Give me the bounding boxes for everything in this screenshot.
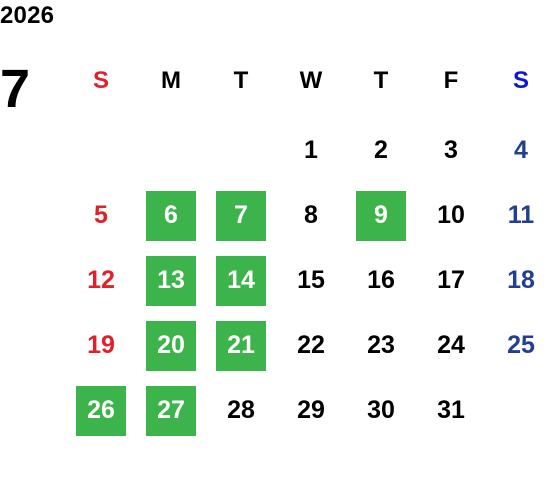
weekday-header: S (512, 67, 529, 94)
day-number: 12 (87, 266, 115, 294)
day-number: 31 (437, 396, 465, 424)
highlighted-day-cell: 6 (136, 183, 206, 248)
day-cell: 22 (276, 313, 346, 378)
weekday-header: M (161, 67, 181, 94)
day-number: 1 (304, 136, 318, 164)
day-number: 10 (437, 201, 465, 229)
highlighted-day-cell: 13 (136, 248, 206, 313)
highlighted-day-cell: 21 (206, 313, 276, 378)
day-cell: 29 (276, 378, 346, 443)
day-cell: 3 (416, 118, 486, 183)
day-number: 18 (507, 266, 535, 294)
day-cell: 2 (346, 118, 416, 183)
day-cell: 31 (416, 378, 486, 443)
month-label: 7 (0, 59, 31, 119)
day-number: 25 (507, 331, 535, 359)
day-cell: 1 (276, 118, 346, 183)
day-cell: 16 (346, 248, 416, 313)
day-number: 2 (374, 136, 388, 164)
highlighted-day-cell: 14 (206, 248, 276, 313)
day-number: 5 (94, 201, 108, 229)
day-number: 24 (437, 331, 465, 359)
day-number: 14 (216, 255, 266, 306)
day-cell: 24 (416, 313, 486, 378)
day-number: 13 (146, 255, 196, 306)
day-number: 22 (297, 331, 325, 359)
highlighted-day-cell: 9 (346, 183, 416, 248)
highlighted-day-cell: 27 (136, 378, 206, 443)
weekday-header: T (233, 67, 249, 94)
weekday-header: F (443, 67, 459, 94)
day-cell: 23 (346, 313, 416, 378)
day-number: 30 (367, 396, 395, 424)
day-cell: 10 (416, 183, 486, 248)
day-number: 16 (367, 266, 395, 294)
weekday-header: W (299, 67, 323, 94)
day-cell: 8 (276, 183, 346, 248)
day-number: 28 (227, 396, 255, 424)
day-number: 29 (297, 396, 325, 424)
highlighted-day-cell: 7 (206, 183, 276, 248)
day-cell: 19 (66, 313, 136, 378)
day-cell: 25 (486, 313, 548, 378)
day-number: 21 (216, 320, 266, 371)
day-cell: 18 (486, 248, 548, 313)
day-number: 4 (514, 136, 528, 164)
highlighted-day-cell: 20 (136, 313, 206, 378)
day-number: 8 (304, 201, 318, 229)
day-number: 26 (76, 385, 126, 436)
day-number: 27 (146, 385, 196, 436)
day-number: 15 (297, 266, 325, 294)
day-number: 7 (216, 190, 266, 241)
day-number: 9 (356, 190, 406, 241)
day-cell: 28 (206, 378, 276, 443)
day-number: 23 (367, 331, 395, 359)
day-cell: 17 (416, 248, 486, 313)
day-number: 11 (507, 201, 535, 229)
day-number: 17 (437, 266, 465, 294)
day-cell: 5 (66, 183, 136, 248)
weekday-header: T (373, 67, 389, 94)
day-cell: 4 (486, 118, 548, 183)
day-number: 3 (444, 136, 458, 164)
day-cell: 11 (486, 183, 548, 248)
day-cell: 12 (66, 248, 136, 313)
day-number: 20 (146, 320, 196, 371)
weekday-header: S (92, 67, 109, 94)
day-cell: 15 (276, 248, 346, 313)
day-number: 19 (87, 331, 115, 359)
day-number: 6 (146, 190, 196, 241)
day-cell: 30 (346, 378, 416, 443)
highlighted-day-cell: 26 (66, 378, 136, 443)
year-label: 2026 (0, 2, 55, 29)
